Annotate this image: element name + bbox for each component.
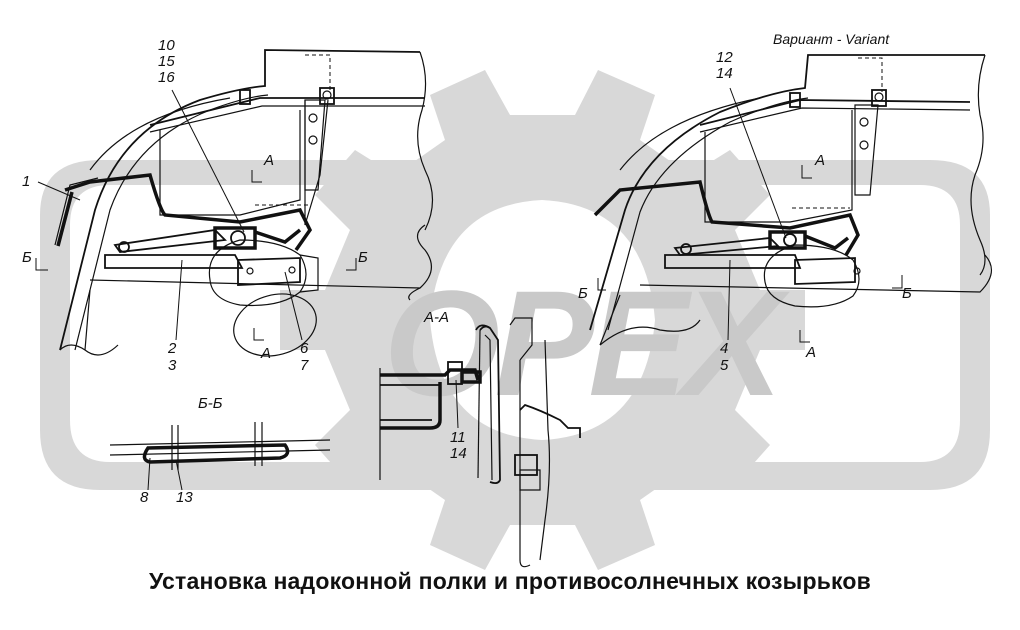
view-marker-a: А [263,152,274,169]
section-bb-drawing [109,422,331,470]
callout-10: 10 [158,37,175,54]
callout-8: 8 [140,489,149,506]
callout-5: 5 [720,357,729,374]
view-marker-b: Б [902,285,912,302]
right-assembly-drawing [589,54,992,346]
callout-3: 3 [168,357,177,374]
callout-7: 7 [300,357,309,374]
callout-2: 2 [167,340,177,357]
view-marker-b: Б [22,249,32,266]
drawing-caption: Установка надоконной полки и противосолн… [148,568,872,594]
callout-13: 13 [176,489,193,506]
leader-lines [37,87,787,491]
section-bb-label: Б-Б [198,395,223,412]
callout-15: 15 [158,53,175,70]
view-marker-b: Б [578,285,588,302]
view-markers: А Б Б А А Б Б А [22,152,912,362]
callout-4: 4 [720,340,728,357]
view-marker-a: А [814,152,825,169]
callout-11: 11 [450,429,466,446]
section-aa-label: А-А [423,309,449,326]
view-marker-a: А [805,344,816,361]
callout-12: 12 [716,49,733,66]
callout-labels: 1 10 15 16 2 3 6 7 Вариант - Variant 12 … [22,31,890,506]
callout-14b: 14 [450,445,467,462]
callout-16: 16 [158,69,175,86]
left-assembly-drawing [54,49,434,357]
callout-1: 1 [22,173,30,190]
view-marker-b: Б [358,249,368,266]
view-marker-a: А [260,345,271,362]
variant-label: Вариант - Variant [773,31,890,47]
watermark-logo: ОРЕХ [40,70,990,570]
callout-14: 14 [716,65,733,82]
callout-6: 6 [300,340,309,357]
section-aa-drawing [379,317,581,568]
